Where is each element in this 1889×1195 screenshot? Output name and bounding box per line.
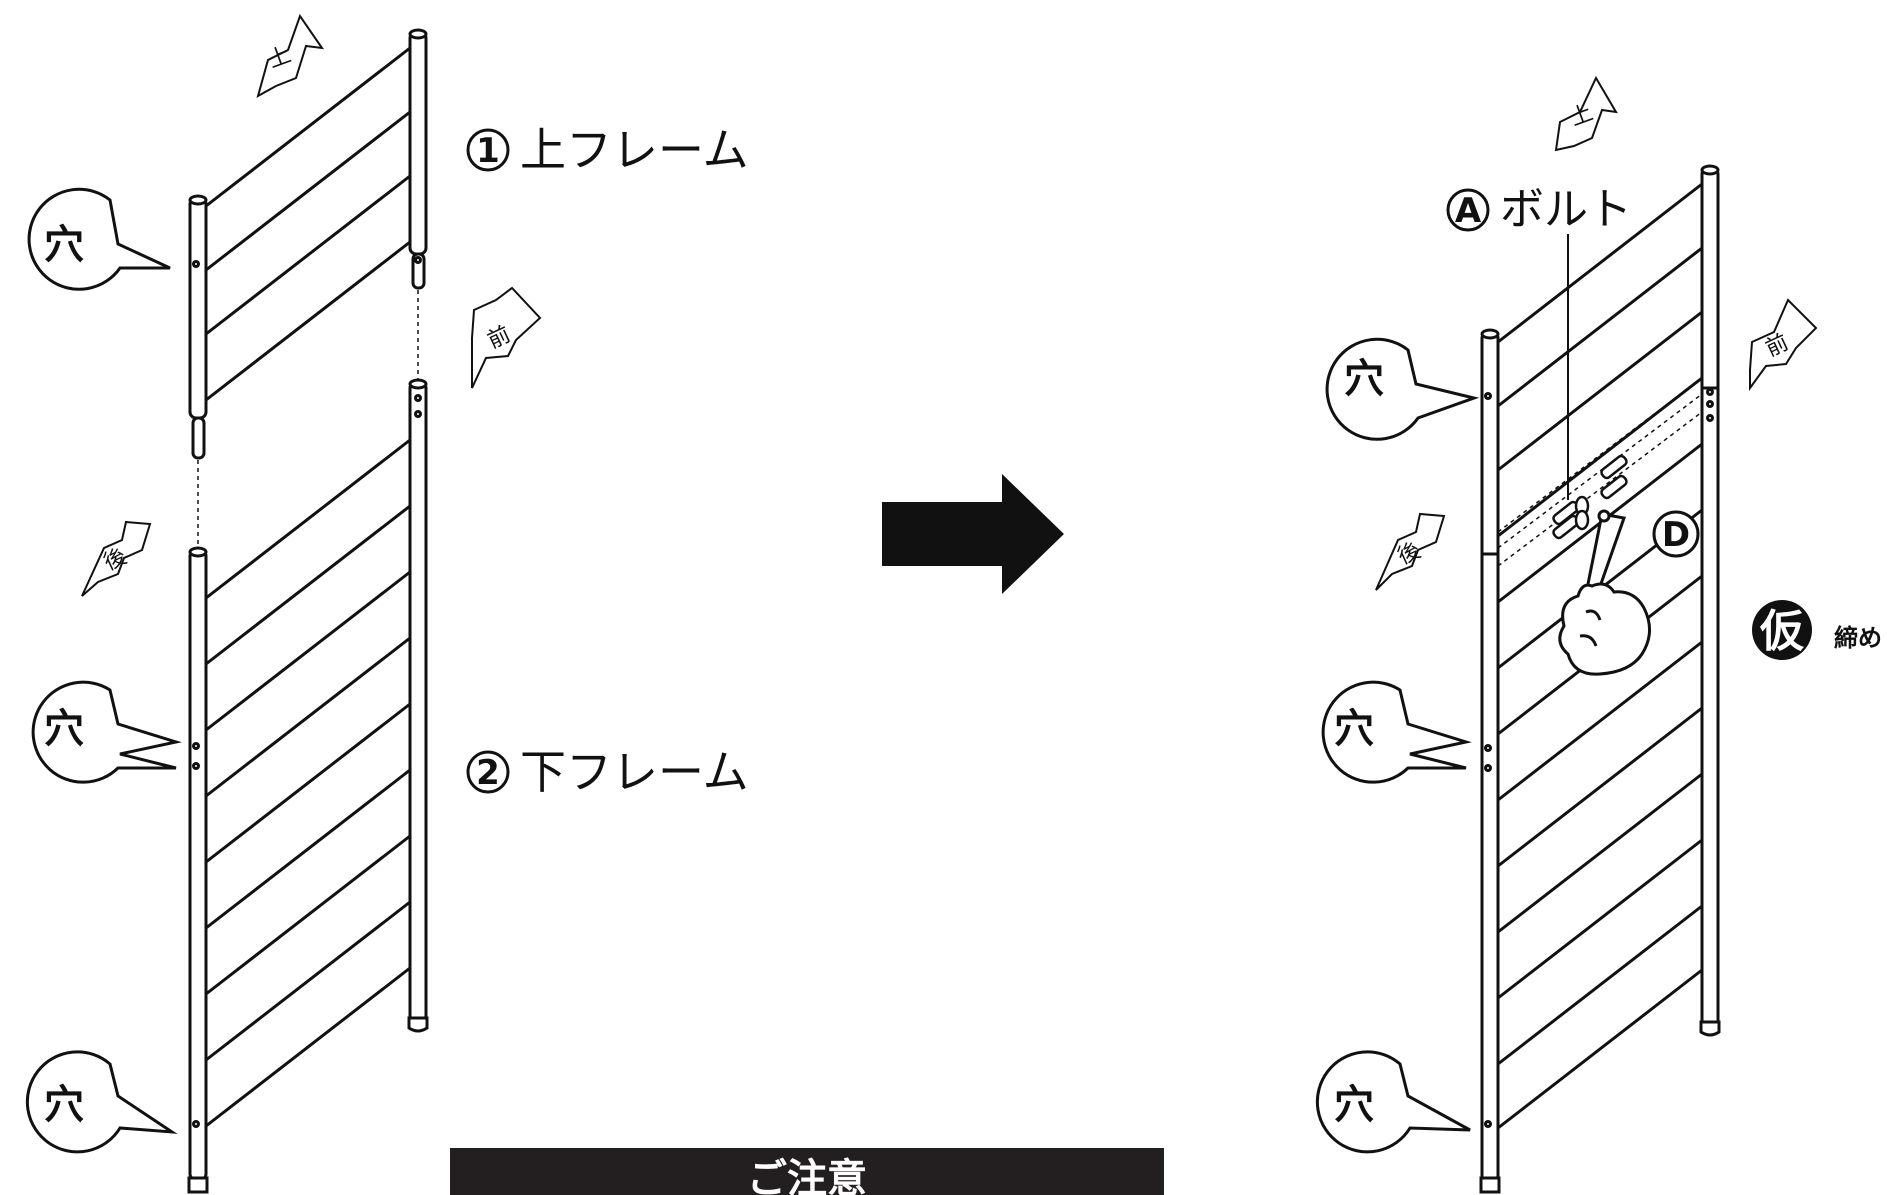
- svg-text:上フレーム: 上フレーム: [520, 123, 749, 177]
- direction-arrow-back: 後: [81, 520, 152, 597]
- process-arrow: [882, 474, 1064, 594]
- svg-text:下フレーム: 下フレーム: [520, 745, 749, 799]
- hex-wrench-D: [1584, 509, 1626, 600]
- svg-text:穴: 穴: [1334, 706, 1374, 752]
- upper-frame-left: [188, 28, 428, 460]
- label-upper-frame: 1 上フレーム: [466, 123, 749, 177]
- svg-text:ご注意: ご注意: [747, 1156, 867, 1195]
- hole-callout: 穴: [31, 680, 182, 784]
- hole-callout: 穴: [25, 1050, 178, 1154]
- direction-arrow-up: 上: [256, 13, 325, 99]
- svg-text:D: D: [1662, 515, 1690, 555]
- label-bolt: A ボルト: [1446, 184, 1632, 500]
- bolts: [1552, 454, 1628, 540]
- label-lower-frame: 2 下フレーム: [466, 745, 749, 799]
- bolt-guides-right: [1497, 377, 1703, 567]
- svg-text:穴: 穴: [44, 222, 84, 268]
- hole-callout: 穴: [1321, 680, 1472, 784]
- direction-arrow-front: 前: [471, 286, 542, 389]
- svg-text:穴: 穴: [44, 1082, 84, 1128]
- direction-arrow-back: 後: [1375, 512, 1446, 591]
- temporary-tighten-badge: 仮 締め: [1752, 600, 1882, 660]
- hole-callout: 穴: [1325, 337, 1480, 441]
- svg-text:穴: 穴: [1334, 1082, 1374, 1128]
- svg-text:締め: 締め: [1834, 624, 1882, 652]
- svg-text:穴: 穴: [44, 706, 84, 752]
- hole-callout: 穴: [1315, 1050, 1471, 1154]
- svg-text:穴: 穴: [1344, 356, 1384, 402]
- hole-callout: 穴: [27, 187, 171, 291]
- svg-text:2: 2: [476, 753, 500, 793]
- assembled-frame-right: [1479, 164, 1721, 1194]
- svg-text:1: 1: [476, 131, 500, 171]
- hand-icon: [1558, 582, 1651, 676]
- alignment-guides-left: [197, 290, 419, 548]
- direction-arrow-front: 前: [1749, 298, 1818, 392]
- svg-text:A: A: [1455, 191, 1482, 231]
- svg-text:ボルト: ボルト: [1500, 184, 1632, 235]
- wrench-label: D: [1652, 510, 1700, 558]
- lower-frame-left: [187, 378, 429, 1194]
- svg-text:仮: 仮: [1759, 606, 1804, 657]
- notice-banner: ご注意: [450, 1148, 1164, 1195]
- direction-arrow-up: 上: [1554, 75, 1618, 152]
